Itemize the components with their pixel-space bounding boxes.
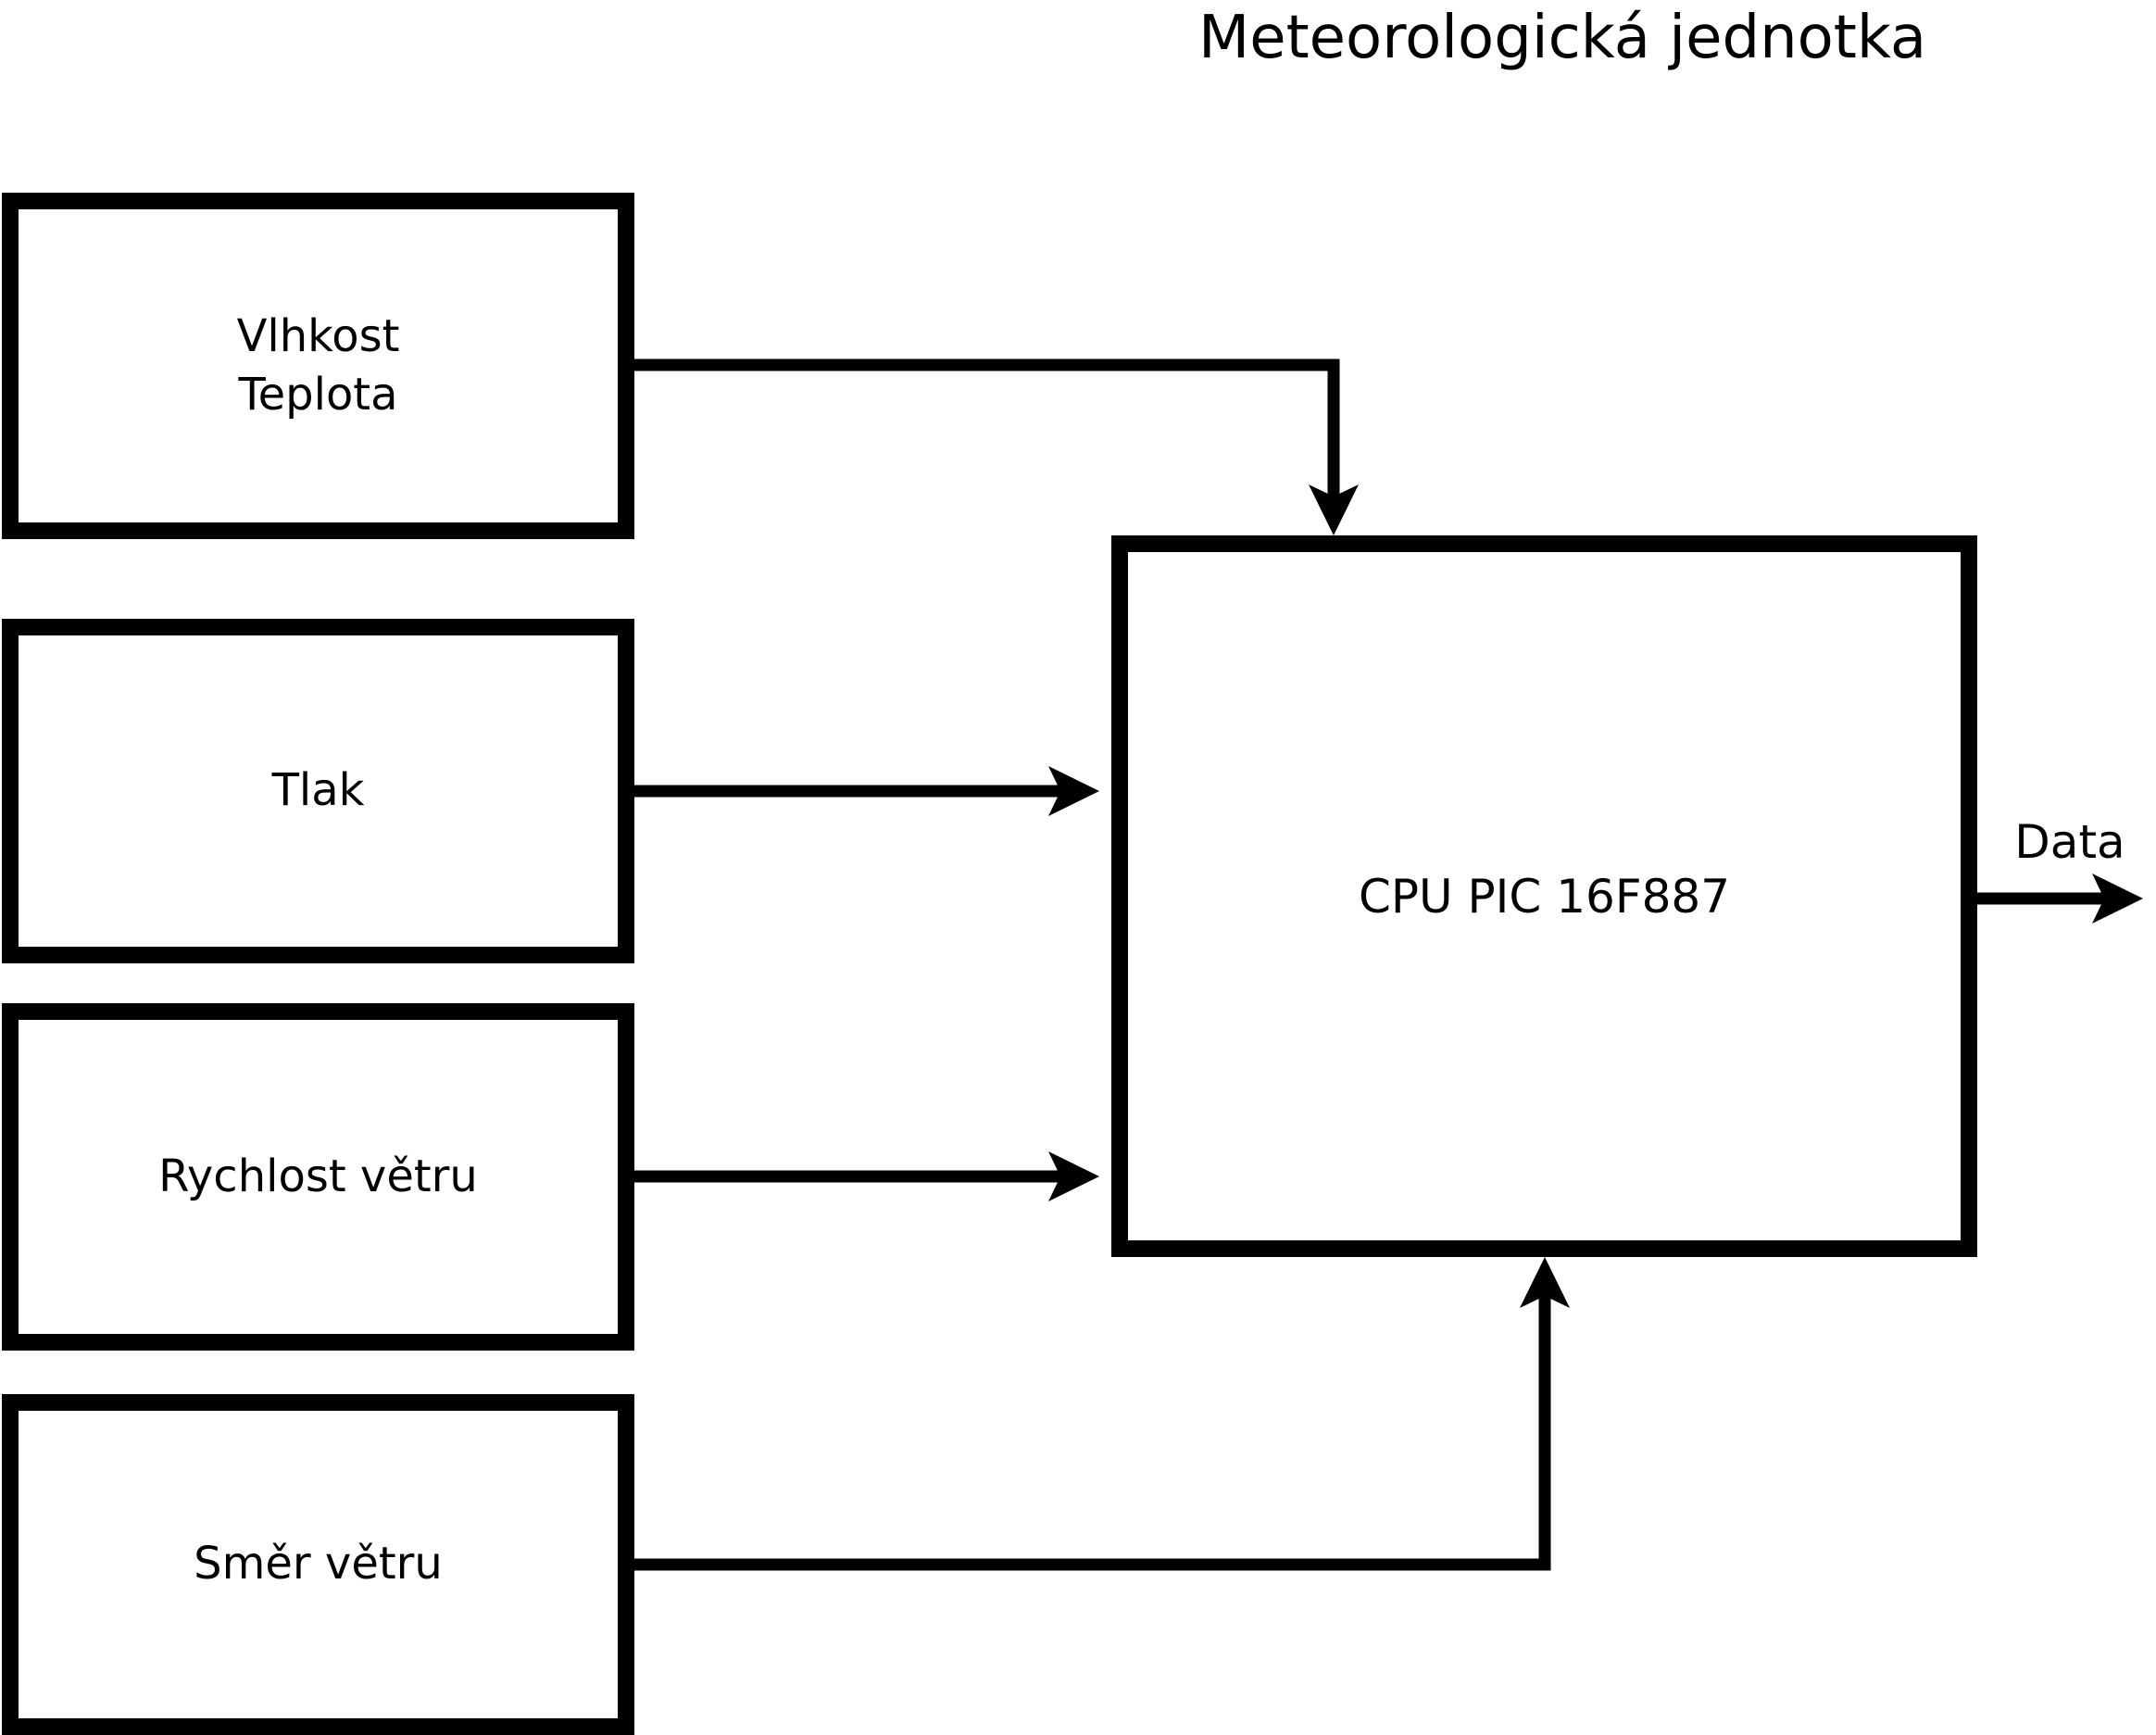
arrowhead-cpu-to-data xyxy=(2092,874,2143,924)
connector-humidity-to-cpu xyxy=(634,358,1340,500)
sensor-label-line: Směr větru xyxy=(194,1538,443,1590)
sensor-label: Rychlost větru xyxy=(158,1148,478,1206)
sensor-box-wind-speed: Rychlost větru xyxy=(2,1003,634,1351)
sensor-label: Tlak xyxy=(272,761,365,820)
arrowhead-humidity-to-cpu xyxy=(1309,484,1359,535)
sensor-label: Směr větru xyxy=(194,1535,443,1593)
sensor-box-wind-direction: Směr větru xyxy=(2,1394,634,1735)
data-output-label: Data xyxy=(2014,815,2125,869)
sensor-label-line: Teplota xyxy=(238,369,398,421)
sensor-box-humidity-temperature: Vlhkost Teplota xyxy=(2,193,634,539)
diagram-title: Meteorologická jednotka xyxy=(1197,4,1927,72)
sensor-label: Vlhkost Teplota xyxy=(237,308,400,425)
cpu-box: CPU PIC 16F887 xyxy=(1111,535,1977,1257)
arrowhead-winddirection-to-cpu xyxy=(1520,1257,1570,1308)
sensor-label-line: Rychlost větru xyxy=(158,1150,478,1202)
connector-winddirection-to-cpu xyxy=(634,1292,1551,1571)
sensor-label-line: Tlak xyxy=(271,764,365,817)
cpu-label: CPU PIC 16F887 xyxy=(1358,869,1731,924)
sensor-label-line: Vlhkost xyxy=(236,309,400,362)
arrowhead-windspeed-to-cpu xyxy=(1048,1151,1099,1201)
arrowhead-pressure-to-cpu xyxy=(1048,766,1099,816)
sensor-box-pressure: Tlak xyxy=(2,619,634,963)
